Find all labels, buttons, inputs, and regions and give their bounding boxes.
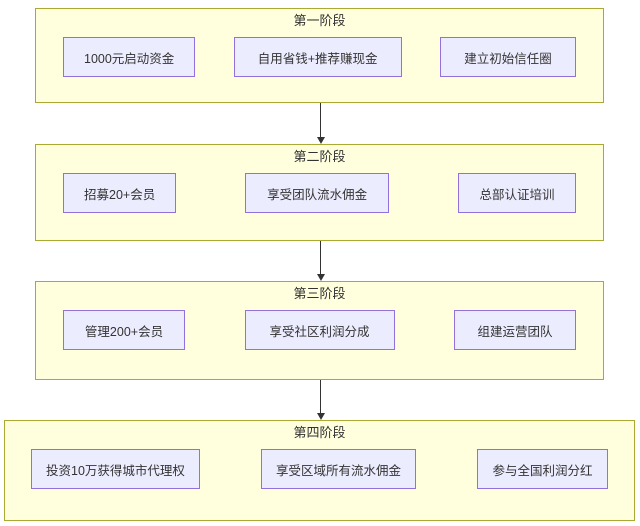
flow-node: 组建运营团队 <box>454 310 576 350</box>
stage-3-container: 第三阶段 管理200+会员 享受社区利润分成 组建运营团队 <box>35 281 604 380</box>
stage-1-title: 第一阶段 <box>293 13 346 28</box>
arrow-head <box>316 413 325 420</box>
flow-node: 建立初始信任圈 <box>440 37 576 77</box>
flow-node: 总部认证培训 <box>458 173 576 213</box>
arrow-down-icon <box>316 103 325 144</box>
flow-node: 管理200+会员 <box>63 310 185 350</box>
arrow-down-icon <box>316 241 325 281</box>
stage-4-node-row: 投资10万获得城市代理权 享受区域所有流水佣金 参与全国利润分红 <box>5 449 634 489</box>
stage-3-node-row: 管理200+会员 享受社区利润分成 组建运营团队 <box>36 310 603 350</box>
stage-1-node-row: 1000元启动资金 自用省钱+推荐赚现金 建立初始信任圈 <box>36 37 603 77</box>
stage-2-title: 第二阶段 <box>293 149 346 164</box>
stage-4-title: 第四阶段 <box>293 425 346 440</box>
arrow-down-icon <box>316 380 325 420</box>
arrow-line <box>320 241 321 274</box>
flow-node: 参与全国利润分红 <box>476 449 608 489</box>
stage-2-node-row: 招募20+会员 享受团队流水佣金 总部认证培训 <box>36 173 603 213</box>
arrow-head <box>316 137 325 144</box>
flow-node: 享受团队流水佣金 <box>245 173 390 213</box>
stage-4-container: 第四阶段 投资10万获得城市代理权 享受区域所有流水佣金 参与全国利润分红 <box>4 420 635 521</box>
flow-node: 自用省钱+推荐赚现金 <box>233 37 402 77</box>
stage-3-title: 第三阶段 <box>293 286 346 301</box>
stage-1-container: 第一阶段 1000元启动资金 自用省钱+推荐赚现金 建立初始信任圈 <box>35 8 604 103</box>
stage-2-container: 第二阶段 招募20+会员 享受团队流水佣金 总部认证培训 <box>35 144 604 241</box>
arrow-line <box>320 103 321 137</box>
arrow-head <box>316 274 325 281</box>
flow-node: 1000元启动资金 <box>63 37 196 77</box>
flow-node: 享受社区利润分成 <box>244 310 395 350</box>
flow-node: 享受区域所有流水佣金 <box>260 449 416 489</box>
arrow-line <box>320 380 321 413</box>
flow-node: 招募20+会员 <box>63 173 177 213</box>
flow-node: 投资10万获得城市代理权 <box>31 449 200 489</box>
